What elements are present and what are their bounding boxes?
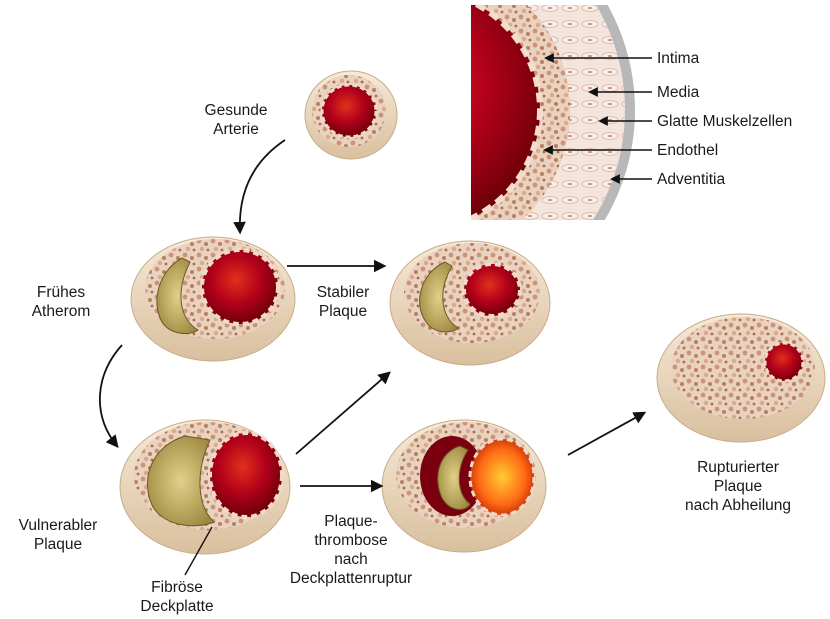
arrow-early-to-vulnerable: [100, 345, 122, 446]
label-plaque-thrombosis: Plaque- thrombose nach Deckplattenruptur: [266, 512, 436, 588]
label-smooth-muscle-cells: Glatte Muskelzellen: [657, 112, 792, 131]
arrow-healthy-to-early: [240, 140, 285, 232]
vulnerable-plaque-illustration: [120, 420, 290, 554]
label-vulnerable-plaque: Vulnerabler Plaque: [8, 516, 108, 554]
arrow-vulnerable-to-stable: [296, 373, 389, 454]
label-fibrous-cap: Fibröse Deckplatte: [130, 578, 224, 616]
label-healthy-artery: Gesunde Arterie: [196, 101, 276, 139]
healthy-artery-illustration: [305, 71, 397, 159]
label-stable-plaque: Stabiler Plaque: [306, 283, 380, 321]
label-media: Media: [657, 83, 699, 102]
arrow-thrombosis-to-healed: [568, 413, 644, 455]
healed-plaque-illustration: [657, 314, 825, 442]
label-adventitia: Adventitia: [657, 170, 725, 189]
label-endothel: Endothel: [657, 141, 718, 160]
label-intima: Intima: [657, 49, 699, 68]
stable-plaque-illustration: [390, 241, 550, 365]
label-early-atheroma: Frühes Atherom: [24, 283, 98, 321]
early-atheroma-illustration: [131, 237, 295, 361]
label-healed-plaque: Rupturierter Plaque nach Abheilung: [670, 458, 806, 515]
